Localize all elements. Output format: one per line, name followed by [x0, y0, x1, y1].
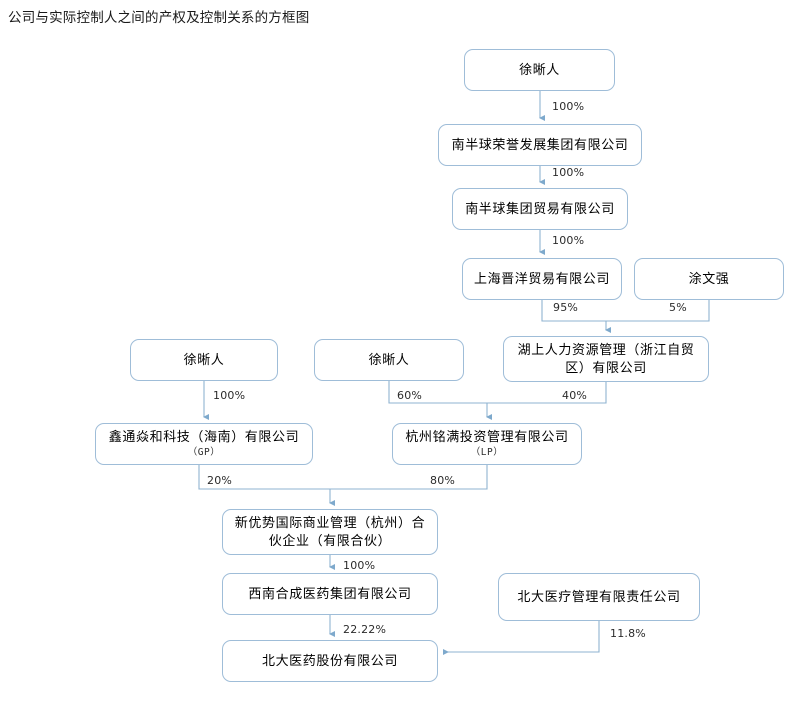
- edge-tuwenqiang-junction: [606, 300, 710, 322]
- node-label: 南半球荣誉发展集团有限公司: [451, 136, 629, 152]
- edge-label-percent: 11.8%: [610, 627, 646, 640]
- edge-label-percent: 22.22%: [343, 623, 387, 636]
- edge-bdyiliao-bdyiyao: [443, 621, 600, 655]
- node-sublabel: （LP）: [470, 446, 504, 458]
- edge-label-percent: 40%: [562, 389, 588, 402]
- edge-hzmingman-junction: [330, 465, 488, 490]
- node-nanbanqiu-rongyu[interactable]: 南半球荣誉发展集团有限公司: [438, 124, 642, 166]
- node-label: 新优势国际商业管理（杭州）合伙企业（有限合伙）: [234, 515, 426, 548]
- node-xinan-hecheng[interactable]: 西南合成医药集团有限公司: [222, 573, 438, 615]
- node-xu-xiren-top[interactable]: 徐晰人: [464, 49, 615, 91]
- node-beida-yiyao[interactable]: 北大医药股份有限公司: [222, 640, 438, 682]
- node-nanbanqiu-maoyi[interactable]: 南半球集团贸易有限公司: [452, 188, 628, 230]
- node-hushang-renli[interactable]: 湖上人力资源管理（浙江自贸区）有限公司: [503, 336, 709, 382]
- node-label: 上海晋洋贸易有限公司: [473, 270, 610, 286]
- node-label: 杭州铭满投资管理有限公司: [405, 429, 569, 445]
- node-xu-xiren-middle[interactable]: 徐晰人: [314, 339, 464, 381]
- node-label: 北大医药股份有限公司: [261, 652, 398, 668]
- edge-label-percent: 100%: [213, 389, 246, 402]
- edge-label-percent: 95%: [553, 301, 579, 314]
- node-xinyoushi-guoji[interactable]: 新优势国际商业管理（杭州）合伙企业（有限合伙）: [222, 509, 438, 555]
- node-xintong-yanhe[interactable]: 鑫通焱和科技（海南）有限公司 （GP）: [95, 423, 313, 465]
- edge-label-percent: 100%: [552, 234, 585, 247]
- edge-label-percent: 20%: [207, 474, 233, 487]
- edge-label-percent: 80%: [430, 474, 456, 487]
- edge-label-percent: 100%: [552, 166, 585, 179]
- node-beida-yiliao-guanli[interactable]: 北大医疗管理有限责任公司: [498, 573, 700, 621]
- edge-label-percent: 100%: [552, 100, 585, 113]
- node-label: 湖上人力资源管理（浙江自贸区）有限公司: [517, 342, 695, 375]
- node-label: 西南合成医药集团有限公司: [248, 585, 412, 601]
- node-label: 鑫通焱和科技（海南）有限公司: [108, 429, 300, 445]
- edge-label-percent: 5%: [669, 301, 687, 314]
- edge-label-percent: 60%: [397, 389, 423, 402]
- node-label: 徐晰人: [368, 351, 410, 367]
- node-shanghai-jinyang[interactable]: 上海晋洋贸易有限公司: [462, 258, 622, 300]
- node-label: 北大医疗管理有限责任公司: [517, 588, 681, 604]
- node-label: 南半球集团贸易有限公司: [465, 200, 615, 216]
- node-label: 徐晰人: [519, 61, 560, 77]
- node-label: 徐晰人: [183, 351, 225, 367]
- node-xu-xiren-left[interactable]: 徐晰人: [130, 339, 278, 381]
- page-title: 公司与实际控制人之间的产权及控制关系的方框图: [8, 10, 310, 26]
- node-label: 涂文强: [688, 270, 730, 286]
- node-tu-wenqiang[interactable]: 涂文强: [634, 258, 784, 300]
- edge-hushang-junction: [487, 382, 607, 404]
- node-hangzhou-mingman[interactable]: 杭州铭满投资管理有限公司 （LP）: [392, 423, 582, 465]
- node-sublabel: （GP）: [187, 446, 221, 458]
- edge-label-percent: 100%: [343, 559, 376, 572]
